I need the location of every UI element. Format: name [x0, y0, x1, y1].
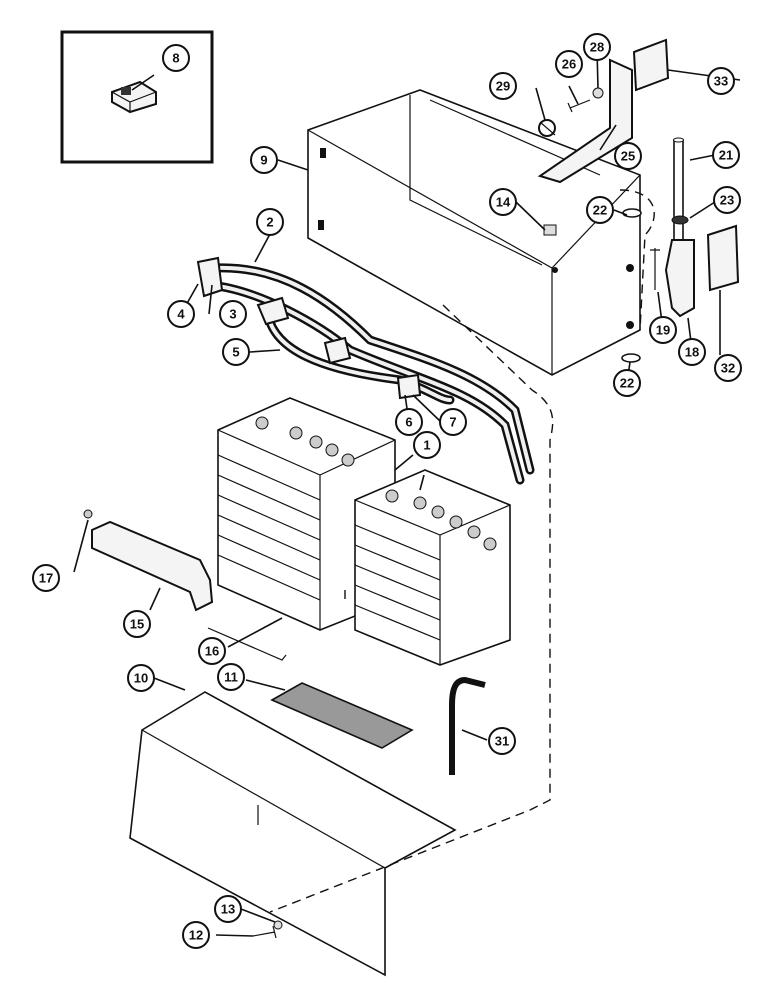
part-12-screw [252, 925, 277, 939]
callout-6: 6 [395, 408, 423, 436]
part-33-plate [632, 38, 670, 92]
part-25-bracket [537, 58, 633, 184]
callout-18: 18 [678, 338, 706, 366]
callout-11: 11 [217, 663, 245, 691]
svg-text:29: 29 [496, 79, 510, 94]
alignment-lines [269, 189, 655, 913]
svg-text:17: 17 [39, 571, 53, 586]
part-22-washer-upper [622, 208, 642, 218]
callout-9: 9 [250, 146, 278, 174]
svg-text:11: 11 [224, 670, 238, 685]
part-32-plate [706, 224, 740, 292]
callout-26: 26 [555, 50, 583, 78]
callout-8: 8 [162, 44, 190, 72]
callout-14: 14 [489, 188, 517, 216]
callout-4: 4 [167, 300, 195, 328]
callout-23: 23 [713, 186, 741, 214]
callout-15: 15 [123, 610, 151, 638]
inset-panel [60, 30, 214, 164]
svg-text:10: 10 [134, 671, 148, 686]
svg-text:13: 13 [221, 902, 235, 917]
callout-10: 10 [127, 664, 155, 692]
svg-text:6: 6 [405, 415, 412, 430]
part-1-battery-left [217, 397, 396, 631]
part-15-hold-down [91, 520, 214, 612]
svg-text:5: 5 [232, 345, 239, 360]
part-22-washer-lower [621, 353, 641, 363]
svg-text:28: 28 [590, 40, 604, 55]
callout-5: 5 [222, 338, 250, 366]
svg-text:4: 4 [177, 307, 185, 322]
svg-text:22: 22 [620, 376, 634, 391]
callout-13: 13 [214, 895, 242, 923]
svg-text:7: 7 [449, 415, 456, 430]
svg-text:3: 3 [229, 307, 236, 322]
callout-17: 17 [32, 564, 60, 592]
part-16-rod [207, 627, 287, 661]
part-10-cover [129, 691, 457, 977]
callout-1: 1 [413, 431, 441, 459]
callout-16: 16 [198, 637, 226, 665]
svg-text:26: 26 [562, 57, 576, 72]
svg-text:8: 8 [172, 51, 179, 66]
svg-text:33: 33 [714, 74, 728, 89]
svg-text:22: 22 [593, 203, 607, 218]
part-26-bolt [567, 99, 591, 113]
part-19-bolt [650, 248, 660, 290]
part-8-terminal-connector [111, 80, 157, 114]
callout-2: 2 [256, 208, 284, 236]
callout-7: 7 [439, 408, 467, 436]
part-11-pad [270, 682, 414, 749]
svg-text:12: 12 [189, 928, 203, 943]
callout-32: 32 [714, 354, 742, 382]
callout-33: 33 [707, 67, 735, 95]
svg-text:19: 19 [656, 323, 670, 338]
callout-22-upper: 22 [586, 196, 614, 224]
part-18-bracket [664, 239, 695, 318]
part-23-washer [671, 215, 689, 225]
callout-21: 21 [712, 141, 740, 169]
callout-28: 28 [583, 33, 611, 61]
part-1-battery-right [354, 469, 511, 666]
svg-text:15: 15 [130, 617, 144, 632]
cable-assembly [196, 256, 535, 485]
callouts: 8 9 2 4 3 5 6 7 1 14 22 22 25 21 23 19 1… [32, 33, 742, 949]
svg-text:21: 21 [719, 148, 733, 163]
svg-text:1: 1 [423, 438, 430, 453]
svg-text:16: 16 [205, 644, 219, 659]
callout-31: 31 [488, 727, 516, 755]
svg-text:9: 9 [260, 153, 267, 168]
callout-3: 3 [219, 300, 247, 328]
svg-text:14: 14 [496, 195, 511, 210]
callout-29: 29 [489, 72, 517, 100]
part-13-washer [273, 920, 283, 930]
callout-12: 12 [182, 921, 210, 949]
svg-text:18: 18 [685, 345, 699, 360]
svg-text:23: 23 [720, 193, 734, 208]
part-17-nut [83, 509, 93, 519]
part-31-hose [449, 676, 486, 775]
part-29-fastener [538, 119, 556, 137]
callout-25: 25 [614, 142, 642, 170]
part-21-rod [673, 137, 684, 251]
callout-22-lower: 22 [613, 369, 641, 397]
svg-text:31: 31 [495, 734, 509, 749]
part-28-nut [592, 87, 604, 99]
svg-text:2: 2 [266, 215, 273, 230]
svg-text:25: 25 [621, 149, 635, 164]
callout-19: 19 [649, 316, 677, 344]
svg-text:32: 32 [721, 361, 735, 376]
